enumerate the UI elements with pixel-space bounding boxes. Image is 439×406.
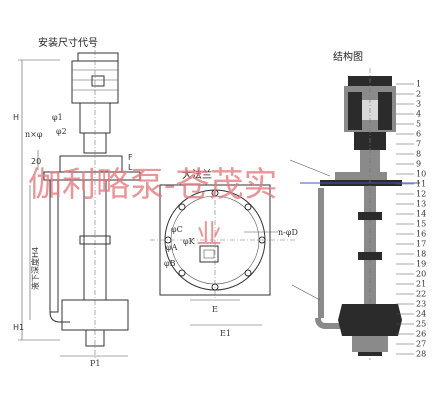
part-number-label: 5: [416, 120, 421, 129]
dim-E1: E1: [220, 329, 231, 338]
part-number-label: 16: [416, 230, 426, 239]
part-number-label: 13: [416, 200, 426, 209]
install-view: 安装尺寸代号 H H1 液下深度H4 20 n×φ φ1 φ2 L F: [13, 36, 141, 368]
dim-nphiD: n-φD: [278, 228, 298, 237]
part-number-label: 1: [416, 80, 421, 89]
dim-phiK: φK: [183, 237, 196, 246]
dim-phiC: φC: [171, 225, 183, 234]
structure-view: 结构图 123456789101112131415161718192021222…: [289, 50, 426, 360]
flange-bolt-holes: [164, 189, 266, 291]
dim-insert-depth: 液下深度H4: [30, 247, 40, 290]
dim-20: 20: [31, 157, 41, 166]
dim-phi2: φ2: [56, 127, 67, 136]
part-number-label: 19: [416, 260, 426, 269]
part-number-list: 1234567891011121314151617181920212223242…: [396, 80, 426, 359]
part-number-label: 23: [416, 300, 426, 309]
dim-nxphi: n×φ: [25, 130, 43, 139]
flange-view: 大法兰 n-φD φC φA φB φK E E1: [150, 168, 298, 338]
part-number-label: 3: [416, 100, 421, 109]
part-number-label: 27: [416, 340, 426, 349]
part-number-label: 18: [416, 250, 426, 259]
part-number-label: 11: [416, 180, 426, 189]
dim-H: H: [13, 113, 19, 122]
part-number-label: 2: [416, 90, 421, 99]
part-number-label: 20: [416, 270, 426, 279]
part-number-label: 15: [416, 220, 426, 229]
part-number-label: 22: [416, 290, 426, 299]
structure-caption: 结构图: [333, 50, 363, 63]
dim-H1: H1: [13, 323, 24, 332]
dim-E: E: [212, 305, 218, 314]
dim-P1: P1: [90, 359, 100, 368]
part-number-label: 25: [416, 320, 426, 329]
part-number-label: 17: [416, 240, 426, 249]
part-number-label: 9: [416, 160, 421, 169]
part-number-label: 24: [416, 310, 426, 319]
part-number-label: 12: [416, 190, 426, 199]
part-number-label: 21: [416, 280, 426, 289]
dim-F: F: [128, 153, 133, 162]
part-number-label: 7: [416, 140, 421, 149]
part-number-label: 26: [416, 330, 426, 339]
dim-L: L: [128, 163, 133, 172]
watermark: 伽利略泵-苍茂实 业: [28, 165, 278, 250]
part-number-label: 14: [416, 210, 426, 219]
install-dims-caption: 安装尺寸代号: [38, 36, 98, 49]
big-flange-caption: 大法兰: [182, 168, 212, 181]
dim-phiA: φA: [166, 243, 178, 252]
watermark-line2: 业: [196, 220, 222, 250]
dim-phi1: φ1: [52, 113, 63, 122]
watermark-line1: 伽利略泵-苍茂实: [28, 165, 278, 205]
part-number-label: 4: [416, 110, 421, 119]
part-number-label: 10: [416, 170, 426, 179]
part-number-label: 6: [416, 130, 421, 139]
part-number-label: 28: [416, 350, 426, 359]
part-number-label: 8: [416, 150, 421, 159]
dim-phiB: φB: [164, 259, 176, 268]
